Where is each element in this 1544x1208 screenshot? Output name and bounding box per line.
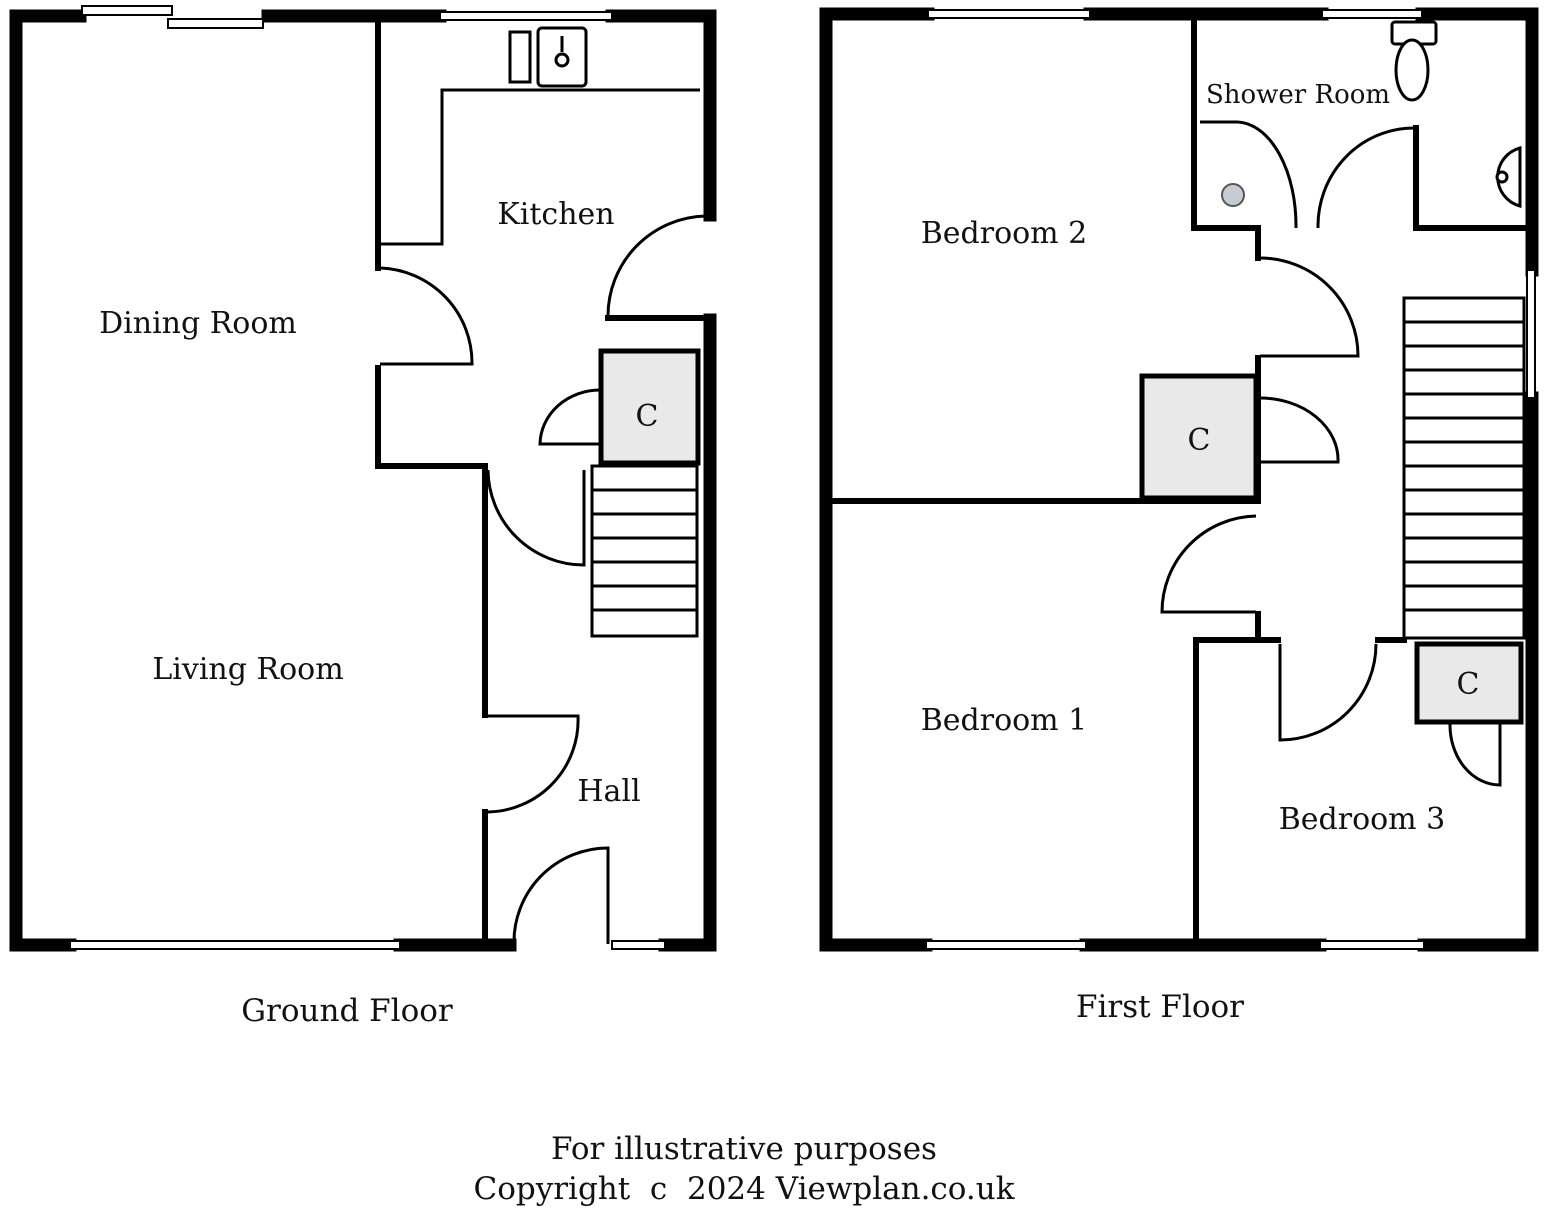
- ground-floor-title: Ground Floor: [241, 993, 453, 1029]
- ground-stairs: [590, 464, 699, 638]
- ground-cupboard: [598, 348, 701, 466]
- bedroom-3-label: Bedroom 3: [1279, 802, 1446, 837]
- living-room-label: Living Room: [152, 652, 343, 687]
- first-cupboard-2-label: C: [1457, 667, 1480, 702]
- ground-windows: [69, 5, 666, 950]
- first-outer-walls: [819, 7, 1539, 952]
- bedroom-1-label: Bedroom 1: [921, 703, 1088, 738]
- ground-outer-walls: [9, 9, 717, 952]
- bedroom-2-label: Bedroom 2: [921, 216, 1088, 251]
- ground-cupboard-label: C: [636, 399, 659, 434]
- first-door-swings: [1160, 126, 1502, 787]
- shower-room-fixtures: [1200, 20, 1522, 229]
- first-stairs: [1402, 296, 1526, 640]
- kitchen-label: Kitchen: [497, 197, 614, 232]
- ground-door-swings: [379, 214, 707, 945]
- first-floor-title: First Floor: [1076, 989, 1244, 1025]
- first-cupboard-1-label: C: [1188, 423, 1211, 458]
- first-cupboards: [1139, 373, 1524, 725]
- first-floor-plan: [819, 7, 1539, 952]
- first-windows: [925, 9, 1536, 950]
- shower-room-label: Shower Room: [1206, 80, 1390, 110]
- kitchen-sink: [508, 26, 588, 88]
- ground-interior-walls: [375, 19, 711, 943]
- dining-room-label: Dining Room: [99, 306, 297, 341]
- footer-disclaimer: For illustrative purposes: [551, 1131, 937, 1167]
- footer-copyright: Copyright c 2024 Viewplan.co.uk: [473, 1171, 1014, 1207]
- hall-label: Hall: [577, 774, 640, 809]
- ground-floor-plan: [9, 5, 717, 952]
